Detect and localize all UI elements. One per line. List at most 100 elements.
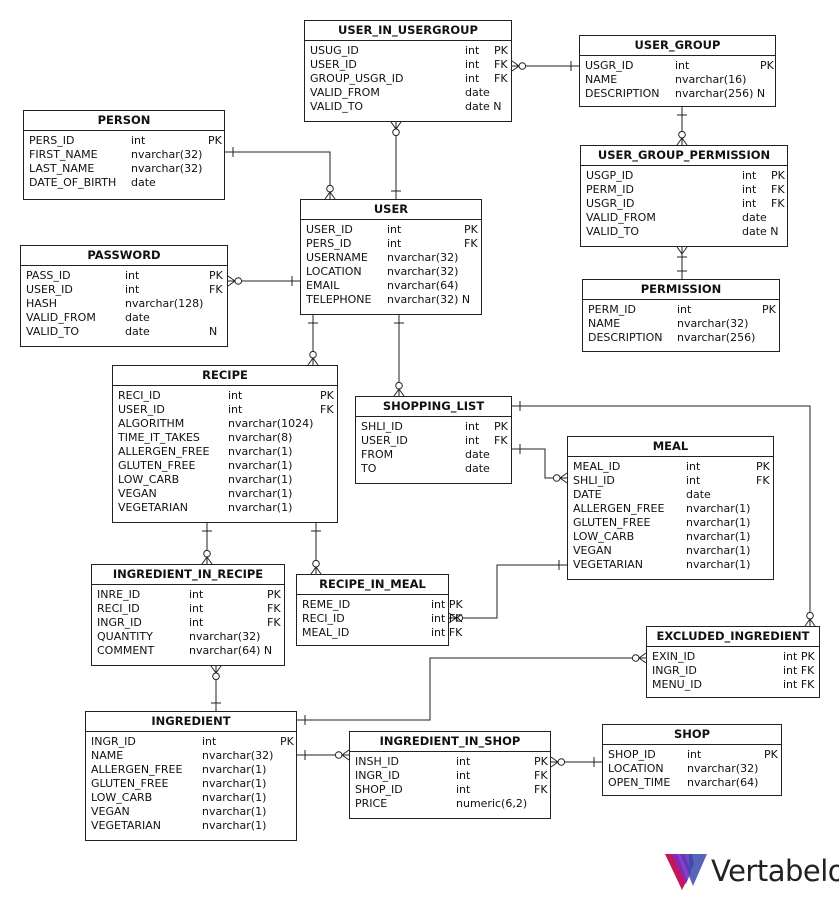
column-name: LOW_CARB: [118, 473, 180, 486]
column-name: TO: [361, 462, 377, 475]
column-type: nvarchar(32): [202, 749, 274, 762]
table-title: SHOPPING_LIST: [356, 397, 511, 417]
column-key: PK: [208, 134, 222, 147]
column-name: PERM_ID: [588, 303, 636, 316]
column-type: nvarchar(64): [387, 279, 459, 292]
column-type: int: [686, 460, 701, 473]
column-type: nvarchar(8): [228, 431, 293, 444]
column-name: ALLERGEN_FREE: [118, 445, 210, 458]
column-name: HASH: [26, 297, 58, 310]
column-name: FIRST_NAME: [29, 148, 98, 161]
column-name: LOCATION: [306, 265, 362, 278]
column-type: date N: [465, 100, 502, 113]
column-type: date: [465, 462, 490, 475]
table-title: INGREDIENT_IN_RECIPE: [92, 565, 284, 585]
column-name: VALID_FROM: [586, 211, 656, 224]
column-key: FK: [267, 602, 281, 615]
column-name: TIME_IT_TAKES: [118, 431, 200, 444]
column-type: int: [125, 269, 140, 282]
column-name: USER_ID: [361, 434, 408, 447]
column-name: USER_ID: [26, 283, 73, 296]
column-type: nvarchar(32): [387, 265, 459, 278]
column-key: PK: [320, 389, 334, 402]
column-name: USGR_ID: [585, 59, 634, 72]
column-name: TELEPHONE: [306, 293, 372, 306]
column-name: USER_ID: [310, 58, 357, 71]
column-name: VALID_FROM: [26, 311, 96, 324]
column-name: PERM_ID: [586, 183, 634, 196]
column-type: nvarchar(256) N: [675, 87, 766, 100]
column-key: FK: [494, 434, 508, 447]
column-type: int: [387, 223, 402, 236]
column-name: PASS_ID: [26, 269, 71, 282]
column-name: OPEN_TIME: [608, 776, 671, 789]
column-type: nvarchar(32): [687, 762, 759, 775]
column-type: nvarchar(1): [202, 763, 267, 776]
column-name: VALID_TO: [310, 100, 364, 113]
column-type: nvarchar(32): [387, 251, 459, 264]
column-name: INRE_ID: [97, 588, 141, 601]
column-name: MENU_ID: [652, 678, 702, 691]
column-name: ALLERGEN_FREE: [91, 763, 183, 776]
column-name: RECI_ID: [302, 612, 345, 625]
column-name: LOW_CARB: [91, 791, 153, 804]
column-type: int: [465, 420, 480, 433]
column-row: TO date: [356, 462, 511, 476]
column-key: PK: [267, 588, 281, 601]
column-type: nvarchar(1): [202, 819, 267, 832]
column-type: int: [677, 303, 692, 316]
column-row: LOCATION nvarchar(32): [603, 762, 781, 776]
column-name: LOCATION: [608, 762, 664, 775]
column-name: DESCRIPTION: [588, 331, 663, 344]
column-name: LAST_NAME: [29, 162, 95, 175]
column-name: ALGORITHM: [118, 417, 185, 430]
column-type: date: [742, 211, 767, 224]
vertabelo-logo: Vertabelo: [663, 852, 839, 892]
column-name: INGR_ID: [652, 664, 697, 677]
column-type: date: [465, 86, 490, 99]
